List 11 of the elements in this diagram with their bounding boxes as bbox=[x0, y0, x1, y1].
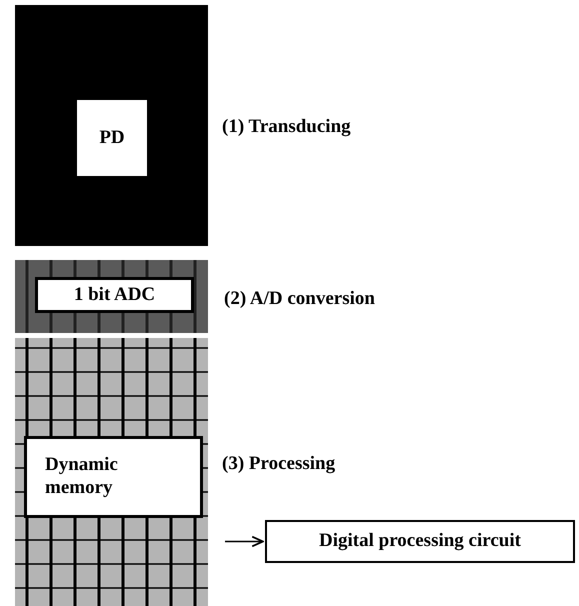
step-label: (3) Processing bbox=[222, 453, 336, 475]
pd-box: PD bbox=[77, 100, 147, 176]
memory-box: Dynamic memory bbox=[24, 436, 203, 518]
step-label: (2) A/D conversion bbox=[224, 288, 375, 310]
transducer-block bbox=[15, 5, 208, 246]
adc-box: 1 bit ADC bbox=[35, 277, 194, 313]
adc-band bbox=[15, 260, 208, 333]
digital-circuit-box: Digital processing circuit bbox=[265, 520, 575, 563]
processing-grid bbox=[15, 338, 208, 606]
arrow bbox=[225, 536, 264, 548]
step-label: (1) Transducing bbox=[222, 116, 351, 138]
